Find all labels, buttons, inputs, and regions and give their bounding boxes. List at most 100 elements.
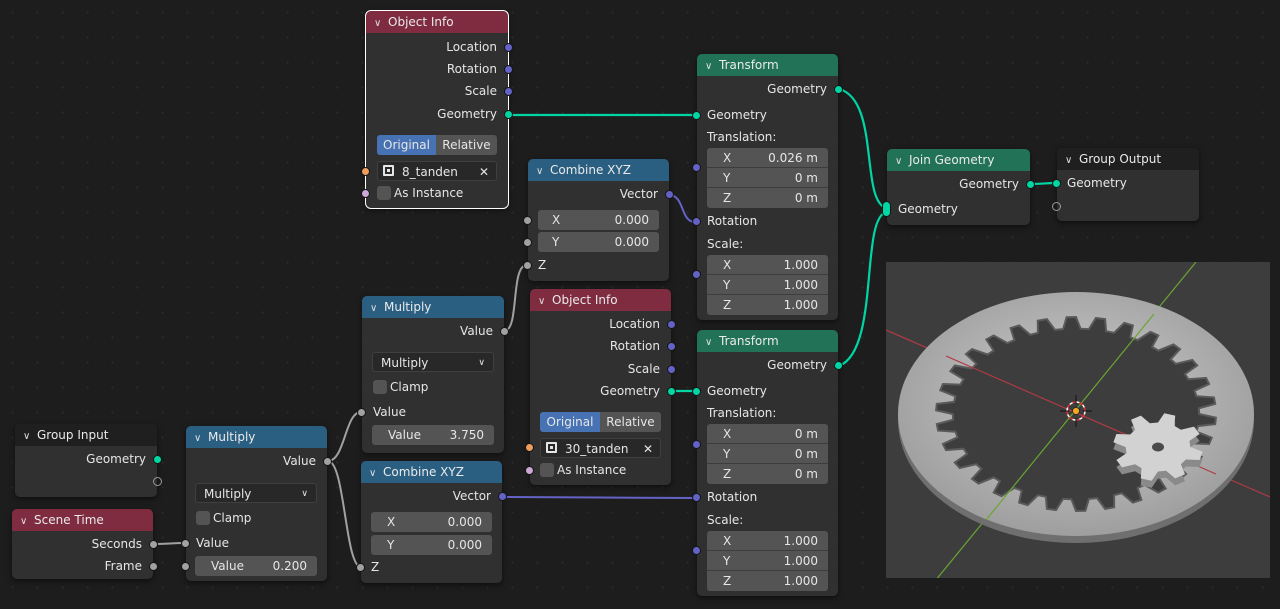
z-input-socket[interactable] <box>356 563 365 572</box>
vector-output-socket[interactable] <box>665 190 674 199</box>
object-field[interactable]: 8_tanden ✕ <box>377 161 497 181</box>
object-input-socket[interactable] <box>525 443 534 452</box>
z-input-socket[interactable] <box>523 261 532 270</box>
chevron-down-icon[interactable]: ∨ <box>370 303 378 314</box>
node-header[interactable]: ∨Combine XYZ <box>361 461 502 483</box>
as-instance-socket[interactable] <box>361 189 370 198</box>
node-header[interactable]: ∨Join Geometry <box>887 149 1030 171</box>
chevron-down-icon[interactable]: ∨ <box>369 468 377 479</box>
geometry-input-socket[interactable] <box>1052 179 1061 188</box>
value-output-socket[interactable] <box>500 327 509 336</box>
rotation-input-socket[interactable] <box>692 493 701 502</box>
object-input-socket[interactable] <box>361 167 370 176</box>
chevron-down-icon[interactable]: ∨ <box>1065 155 1073 166</box>
as-instance-socket[interactable] <box>525 466 534 475</box>
transform-node-top[interactable]: ∨Transform Geometry Geometry Translation… <box>692 54 843 320</box>
node-header[interactable]: ∨Transform <box>697 330 838 352</box>
geometry-input-socket[interactable] <box>692 111 701 120</box>
node-header[interactable]: ∨Object Info <box>530 289 671 311</box>
3d-viewport-preview[interactable] <box>886 262 1270 578</box>
geometry-output-socket[interactable] <box>153 455 162 464</box>
chevron-down-icon[interactable]: ∨ <box>20 516 28 527</box>
object-info-node-mid[interactable]: ∨Object Info Location Rotation Scale Geo… <box>525 289 676 485</box>
node-header[interactable]: ∨Object Info <box>366 11 508 33</box>
node-header[interactable]: ∨Group Input <box>15 424 157 446</box>
value-field-socket[interactable] <box>181 562 190 571</box>
join-geometry-node[interactable]: ∨Join Geometry Geometry Geometry <box>882 149 1035 225</box>
node-header[interactable]: ∨Combine XYZ <box>528 159 669 181</box>
node-header[interactable]: ∨Scene Time <box>12 509 153 531</box>
seconds-socket[interactable] <box>149 540 158 549</box>
vector-output-socket[interactable] <box>498 492 507 501</box>
rotation-socket[interactable] <box>667 342 676 351</box>
value-input-socket[interactable] <box>181 539 190 548</box>
as-instance-checkbox[interactable] <box>540 463 554 477</box>
object-info-node-top[interactable]: ∨Object Info Location Rotation Scale Geo… <box>361 10 513 209</box>
frame-socket[interactable] <box>149 562 158 571</box>
node-header[interactable]: ∨Multiply <box>186 426 327 448</box>
operation-dropdown[interactable]: Multiply∨ <box>195 483 317 503</box>
node-header[interactable]: ∨Group Output <box>1057 148 1199 170</box>
chevron-down-icon[interactable]: ∨ <box>23 431 31 442</box>
chevron-down-icon[interactable]: ∨ <box>536 166 544 177</box>
x-input-socket[interactable] <box>523 216 532 225</box>
translation-socket[interactable] <box>692 163 701 172</box>
clamp-checkbox[interactable] <box>373 380 387 394</box>
close-icon[interactable]: ✕ <box>642 442 653 456</box>
chevron-down-icon[interactable]: ∨ <box>895 156 903 167</box>
node-header[interactable]: ∨Multiply <box>362 296 504 318</box>
node-header[interactable]: ∨Transform <box>697 54 838 76</box>
multiply-node-right[interactable]: ∨Multiply Value Multiply∨ Clamp Value Va… <box>357 296 509 453</box>
geometry-output-socket[interactable] <box>834 361 843 370</box>
geometry-socket[interactable] <box>504 110 513 119</box>
chevron-down-icon[interactable]: ∨ <box>538 296 546 307</box>
as-instance-checkbox[interactable] <box>377 186 391 200</box>
scale-socket[interactable] <box>692 270 701 279</box>
chevron-down-icon[interactable]: ∨ <box>374 18 382 29</box>
rotation-input-socket[interactable] <box>692 217 701 226</box>
location-socket[interactable] <box>504 43 513 52</box>
empty-output-socket[interactable] <box>153 477 162 486</box>
value-output-socket[interactable] <box>323 457 332 466</box>
geometry-multi-input-socket[interactable] <box>882 201 891 217</box>
chevron-down-icon[interactable]: ∨ <box>194 433 202 444</box>
group-output-node[interactable]: ∨Group Output Geometry <box>1052 148 1199 221</box>
close-icon[interactable]: ✕ <box>478 165 489 179</box>
clamp-checkbox[interactable] <box>196 511 210 525</box>
rotation-socket[interactable] <box>504 65 513 74</box>
scale-socket[interactable] <box>667 365 676 374</box>
relative-toggle[interactable]: Relative <box>436 135 497 155</box>
empty-input-socket[interactable] <box>1052 202 1061 211</box>
y-input-socket[interactable] <box>523 238 532 247</box>
geometry-output-socket[interactable] <box>834 85 843 94</box>
chevron-down-icon[interactable]: ∨ <box>705 337 713 348</box>
operation-dropdown[interactable]: Multiply∨ <box>372 352 494 372</box>
scale-socket[interactable] <box>504 87 513 96</box>
transform-node-bottom[interactable]: ∨Transform Geometry Geometry Translation… <box>692 330 843 596</box>
relative-toggle[interactable]: Relative <box>600 412 661 432</box>
value-input-socket[interactable] <box>357 408 366 417</box>
translation-socket[interactable] <box>692 440 701 449</box>
geometry-output-socket[interactable] <box>1026 180 1035 189</box>
geometry-input-socket[interactable] <box>692 387 701 396</box>
scene-time-node[interactable]: ∨Scene Time Seconds Frame <box>12 509 158 579</box>
object-field[interactable]: 30_tanden ✕ <box>540 438 661 458</box>
